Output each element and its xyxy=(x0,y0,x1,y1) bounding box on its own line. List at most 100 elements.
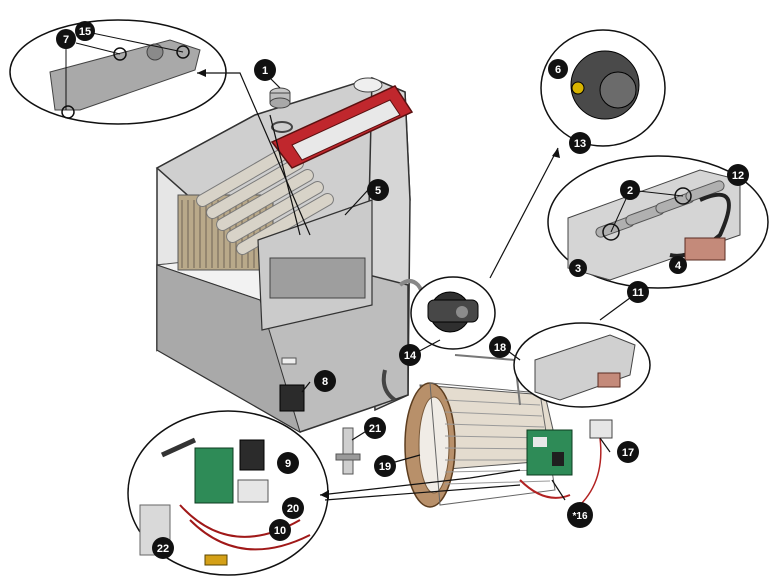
callout-7: 7 xyxy=(56,29,76,49)
detail-burner-view xyxy=(547,155,769,289)
arrowhead-13 xyxy=(552,148,560,158)
hose-detail xyxy=(160,437,197,458)
svg-text:4: 4 xyxy=(675,260,682,272)
leader-7a xyxy=(75,42,121,55)
callout-8: 8 xyxy=(314,370,336,392)
leader-bottom-detail xyxy=(319,469,521,496)
cabinet-front-lower xyxy=(156,264,301,434)
blower-wheel-inner xyxy=(418,396,450,494)
callout-3: 3 xyxy=(569,259,587,277)
leader-17 xyxy=(599,437,611,453)
svg-text:9: 9 xyxy=(285,458,291,470)
detail-burner-assembly-view xyxy=(513,322,651,408)
burner-assembly xyxy=(269,257,366,299)
igniter-cable xyxy=(669,192,731,258)
callout-14: 14 xyxy=(399,344,421,366)
svg-text:3: 3 xyxy=(575,263,581,275)
board-relay xyxy=(533,437,547,447)
leader-16 xyxy=(551,479,566,501)
capacitor-part xyxy=(589,419,613,439)
small-bracket xyxy=(281,357,297,365)
svg-text:14: 14 xyxy=(404,350,417,362)
leader-bottom-detail-2 xyxy=(324,484,521,501)
svg-text:18: 18 xyxy=(494,342,506,354)
highlight-ring-burner-2 xyxy=(674,187,692,205)
svg-text:*16: *16 xyxy=(572,511,587,522)
detail-inducer-view xyxy=(540,29,666,147)
manifold-part xyxy=(49,39,201,111)
leader-13 xyxy=(489,147,559,279)
callout-16: *16 xyxy=(567,502,593,528)
svg-text:17: 17 xyxy=(622,447,634,459)
callout-5: 5 xyxy=(367,179,389,201)
manifold-port xyxy=(146,43,164,61)
red-panel-window xyxy=(291,99,401,161)
limit-switch-part xyxy=(279,384,305,412)
callout-17: 17 xyxy=(617,441,639,463)
svg-text:22: 22 xyxy=(157,543,169,555)
callout-9: 9 xyxy=(277,452,299,474)
arrowhead-top-left xyxy=(197,69,206,77)
capacitor-wire xyxy=(579,437,602,506)
svg-text:7: 7 xyxy=(63,34,69,46)
highlight-ring-1 xyxy=(113,47,127,61)
svg-text:12: 12 xyxy=(732,170,744,182)
svg-text:8: 8 xyxy=(322,376,328,388)
svg-text:11: 11 xyxy=(632,287,644,299)
door-switch-part xyxy=(335,427,361,475)
callout-19: 19 xyxy=(374,455,396,477)
svg-text:20: 20 xyxy=(287,503,299,515)
callout-18: 18 xyxy=(489,336,511,358)
callout-15: 15 xyxy=(75,21,95,41)
inducer-assembly-view xyxy=(410,276,496,350)
valve-detail-small xyxy=(597,372,621,388)
callout-22: 22 xyxy=(152,537,174,559)
blower-housing-front xyxy=(429,382,556,506)
callout-10: 10 xyxy=(269,519,291,541)
inducer-housing xyxy=(427,299,479,323)
flue-collar xyxy=(353,77,383,93)
callout-12: 12 xyxy=(727,164,749,186)
svg-text:1: 1 xyxy=(262,65,268,77)
highlight-ring-2 xyxy=(176,45,190,59)
callout-11: 11 xyxy=(627,281,649,303)
callout-21: 21 xyxy=(364,417,386,439)
svg-text:5: 5 xyxy=(375,185,381,197)
inducer-hub xyxy=(456,306,468,318)
leader-19 xyxy=(394,454,421,463)
leader-5 xyxy=(344,189,369,216)
inducer-fan-detail xyxy=(599,71,637,109)
highlight-ring-burner-1 xyxy=(602,223,620,241)
leader-8 xyxy=(301,381,311,393)
callout-20: 20 xyxy=(282,497,304,519)
svg-text:2: 2 xyxy=(627,185,633,197)
flue-ring xyxy=(271,121,293,133)
control-board-detail xyxy=(194,447,234,504)
leader-15 xyxy=(91,32,184,53)
heat-exchanger xyxy=(177,145,334,271)
board-transformer xyxy=(552,452,564,466)
wire-harness-block xyxy=(237,479,269,503)
transformer-detail xyxy=(239,439,265,471)
callout-4: 4 xyxy=(669,256,687,274)
svg-text:6: 6 xyxy=(555,64,561,76)
arrowhead-bottom-detail xyxy=(320,490,329,499)
burner-assembly-detail xyxy=(534,334,636,401)
callout-13: 13 xyxy=(569,132,591,154)
pressure-switch-port xyxy=(571,81,585,95)
gas-valve-detail xyxy=(684,237,726,261)
blower-wiring xyxy=(519,479,571,499)
highlight-ring-3 xyxy=(61,105,75,119)
wiring-red-2 xyxy=(189,519,311,551)
svg-text:21: 21 xyxy=(369,423,381,435)
leader-top-left-detail-2 xyxy=(269,114,301,236)
callout-1: 1 xyxy=(254,59,276,81)
furnace-cabinet xyxy=(155,76,424,434)
blower-control-board xyxy=(526,429,573,476)
svg-text:19: 19 xyxy=(379,461,391,473)
callout-6: 6 xyxy=(548,59,568,79)
pressure-hose xyxy=(381,369,397,402)
flue-cap-part xyxy=(269,87,291,109)
